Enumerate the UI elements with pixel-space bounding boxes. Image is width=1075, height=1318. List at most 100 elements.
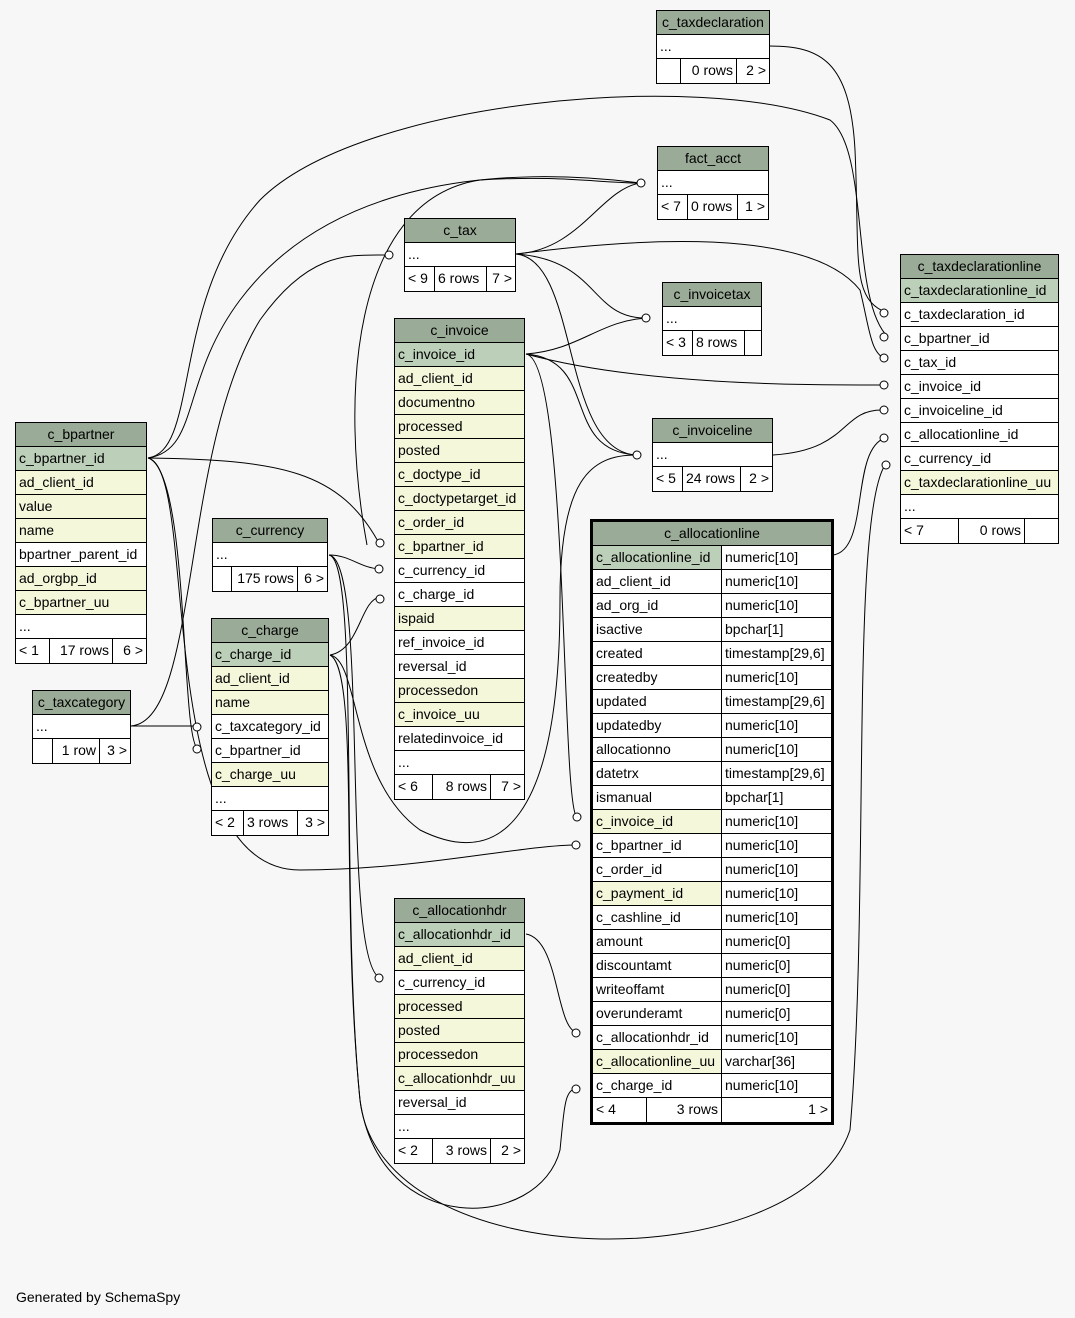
prev-count[interactable]: [657, 59, 681, 83]
relation-end-marker: [571, 1084, 581, 1094]
table-c-invoice[interactable]: c_invoice c_invoice_id ad_client_id docu…: [394, 318, 525, 800]
next-count[interactable]: 6 >: [123, 642, 143, 658]
table-c-charge[interactable]: c_charge c_charge_id ad_client_id name c…: [211, 618, 329, 836]
column-name: c_allocationline_uu: [593, 1050, 722, 1073]
column-row: c_allocationline_id: [904, 426, 1019, 442]
row-count: 3 rows: [244, 811, 298, 835]
column-row: processed: [398, 998, 463, 1014]
table-title: c_bpartner: [47, 426, 115, 442]
table-c-allocationhdr[interactable]: c_allocationhdr c_allocationhdr_id ad_cl…: [394, 898, 525, 1164]
table-c-invoicetax[interactable]: c_invoicetax ... < 3 8 rows: [662, 282, 762, 356]
next-count[interactable]: 3 >: [305, 814, 325, 830]
next-count[interactable]: 1 >: [745, 198, 765, 214]
next-count[interactable]: 7 >: [492, 270, 512, 286]
next-count[interactable]: [745, 331, 761, 355]
relation-end-marker: [192, 744, 202, 754]
column-type: numeric[10]: [725, 741, 799, 757]
column-name: isactive: [593, 618, 722, 641]
column-type: numeric[10]: [722, 882, 831, 905]
column-row: c_charge_id: [215, 646, 292, 662]
table-c-taxdeclaration[interactable]: c_taxdeclaration ... 0 rows 2 >: [656, 10, 770, 84]
next-count[interactable]: 6 >: [304, 570, 324, 586]
prev-count[interactable]: < 6: [395, 775, 433, 799]
column-name: updated: [593, 690, 722, 713]
column-row: ...: [215, 790, 227, 806]
prev-count[interactable]: [213, 567, 232, 591]
table-c-taxcategory[interactable]: c_taxcategory ... 1 row 3 >: [32, 690, 131, 764]
relation-end-marker: [571, 840, 581, 850]
column-row: processedon: [398, 1046, 479, 1062]
row-count: 0 rows: [959, 519, 1025, 543]
column-row: c_invoice_id: [904, 378, 982, 394]
table-c-taxdeclarationline[interactable]: c_taxdeclarationline c_taxdeclarationlin…: [900, 254, 1059, 544]
relation-line: [147, 457, 579, 871]
column-type: numeric[10]: [725, 837, 799, 853]
column-type: numeric[10]: [725, 597, 799, 613]
column-row: ad_orgbp_id: [19, 570, 97, 586]
column-type: numeric[10]: [725, 1029, 799, 1045]
column-row: c_taxcategory_id: [215, 718, 321, 734]
next-count[interactable]: 7 >: [501, 778, 521, 794]
row-count: 17 rows: [50, 639, 113, 663]
row-count: 6 rows: [435, 267, 487, 291]
column-name: updatedby: [593, 714, 722, 737]
prev-count[interactable]: < 2: [395, 1139, 433, 1163]
table-c-invoiceline[interactable]: c_invoiceline ... < 5 24 rows 2 >: [652, 418, 773, 492]
next-count[interactable]: 2 >: [749, 470, 769, 486]
column-row: c_doctypetarget_id: [398, 490, 517, 506]
table-title: c_invoicetax: [673, 286, 751, 302]
column-name: c_invoice_id: [593, 810, 722, 833]
prev-count[interactable]: [33, 739, 53, 763]
column-row: ispaid: [398, 610, 435, 626]
relation-line: [147, 457, 381, 546]
column-row: ad_client_id: [215, 670, 290, 686]
column-row: c_charge_uu: [215, 766, 296, 782]
column-row: ...: [216, 546, 228, 562]
table-c-tax[interactable]: c_tax ... < 9 6 rows 7 >: [404, 218, 516, 292]
column-row: name: [19, 522, 55, 538]
column-type: varchar[36]: [722, 1050, 831, 1073]
column-type: numeric[10]: [722, 810, 831, 833]
column-name: allocationno: [593, 738, 722, 761]
column-row: c_bpartner_id: [19, 450, 105, 466]
column-row: ...: [398, 754, 410, 770]
column-type: numeric[0]: [725, 981, 791, 997]
column-name: c_order_id: [593, 858, 722, 881]
relation-line: [515, 253, 649, 319]
prev-count[interactable]: < 3: [663, 331, 693, 355]
column-row: c_invoice_id: [398, 346, 476, 362]
table-title: c_invoice: [430, 322, 489, 338]
column-row: ad_client_id: [398, 370, 473, 386]
prev-count[interactable]: < 9: [405, 267, 435, 291]
relation-line: [768, 45, 889, 314]
next-count[interactable]: 2 >: [746, 62, 766, 78]
row-count: 1 row: [53, 739, 100, 763]
column-name: c_allocationline_id: [593, 546, 722, 569]
column-type: numeric[10]: [725, 717, 799, 733]
relation-line: [515, 241, 889, 361]
relation-end-marker: [375, 594, 385, 604]
column-name: c_cashline_id: [593, 906, 722, 929]
relation-line: [354, 177, 641, 546]
prev-count[interactable]: < 5: [653, 467, 683, 491]
generator-credit: Generated by SchemaSpy: [16, 1289, 181, 1305]
prev-count[interactable]: < 7: [901, 519, 959, 543]
next-count[interactable]: 3 >: [107, 742, 127, 758]
table-c-bpartner[interactable]: c_bpartner c_bpartner_id ad_client_id va…: [15, 422, 147, 664]
relation-end-marker: [374, 564, 384, 574]
relation-end-marker: [879, 308, 889, 318]
table-c-currency[interactable]: c_currency ... 175 rows 6 >: [212, 518, 328, 592]
next-count[interactable]: 1 >: [808, 1101, 828, 1117]
prev-count[interactable]: < 7: [658, 195, 688, 219]
next-count[interactable]: [1025, 519, 1058, 543]
column-name: c_allocationhdr_id: [593, 1026, 722, 1049]
prev-count[interactable]: < 4: [593, 1098, 647, 1122]
column-type: timestamp[29,6]: [725, 765, 825, 781]
prev-count[interactable]: < 1: [16, 639, 50, 663]
relation-line: [525, 317, 649, 355]
prev-count[interactable]: < 2: [212, 811, 244, 835]
column-row: c_bpartner_id: [398, 538, 484, 554]
table-fact-acct[interactable]: fact_acct ... < 7 0 rows 1 >: [657, 146, 769, 220]
next-count[interactable]: 2 >: [501, 1142, 521, 1158]
